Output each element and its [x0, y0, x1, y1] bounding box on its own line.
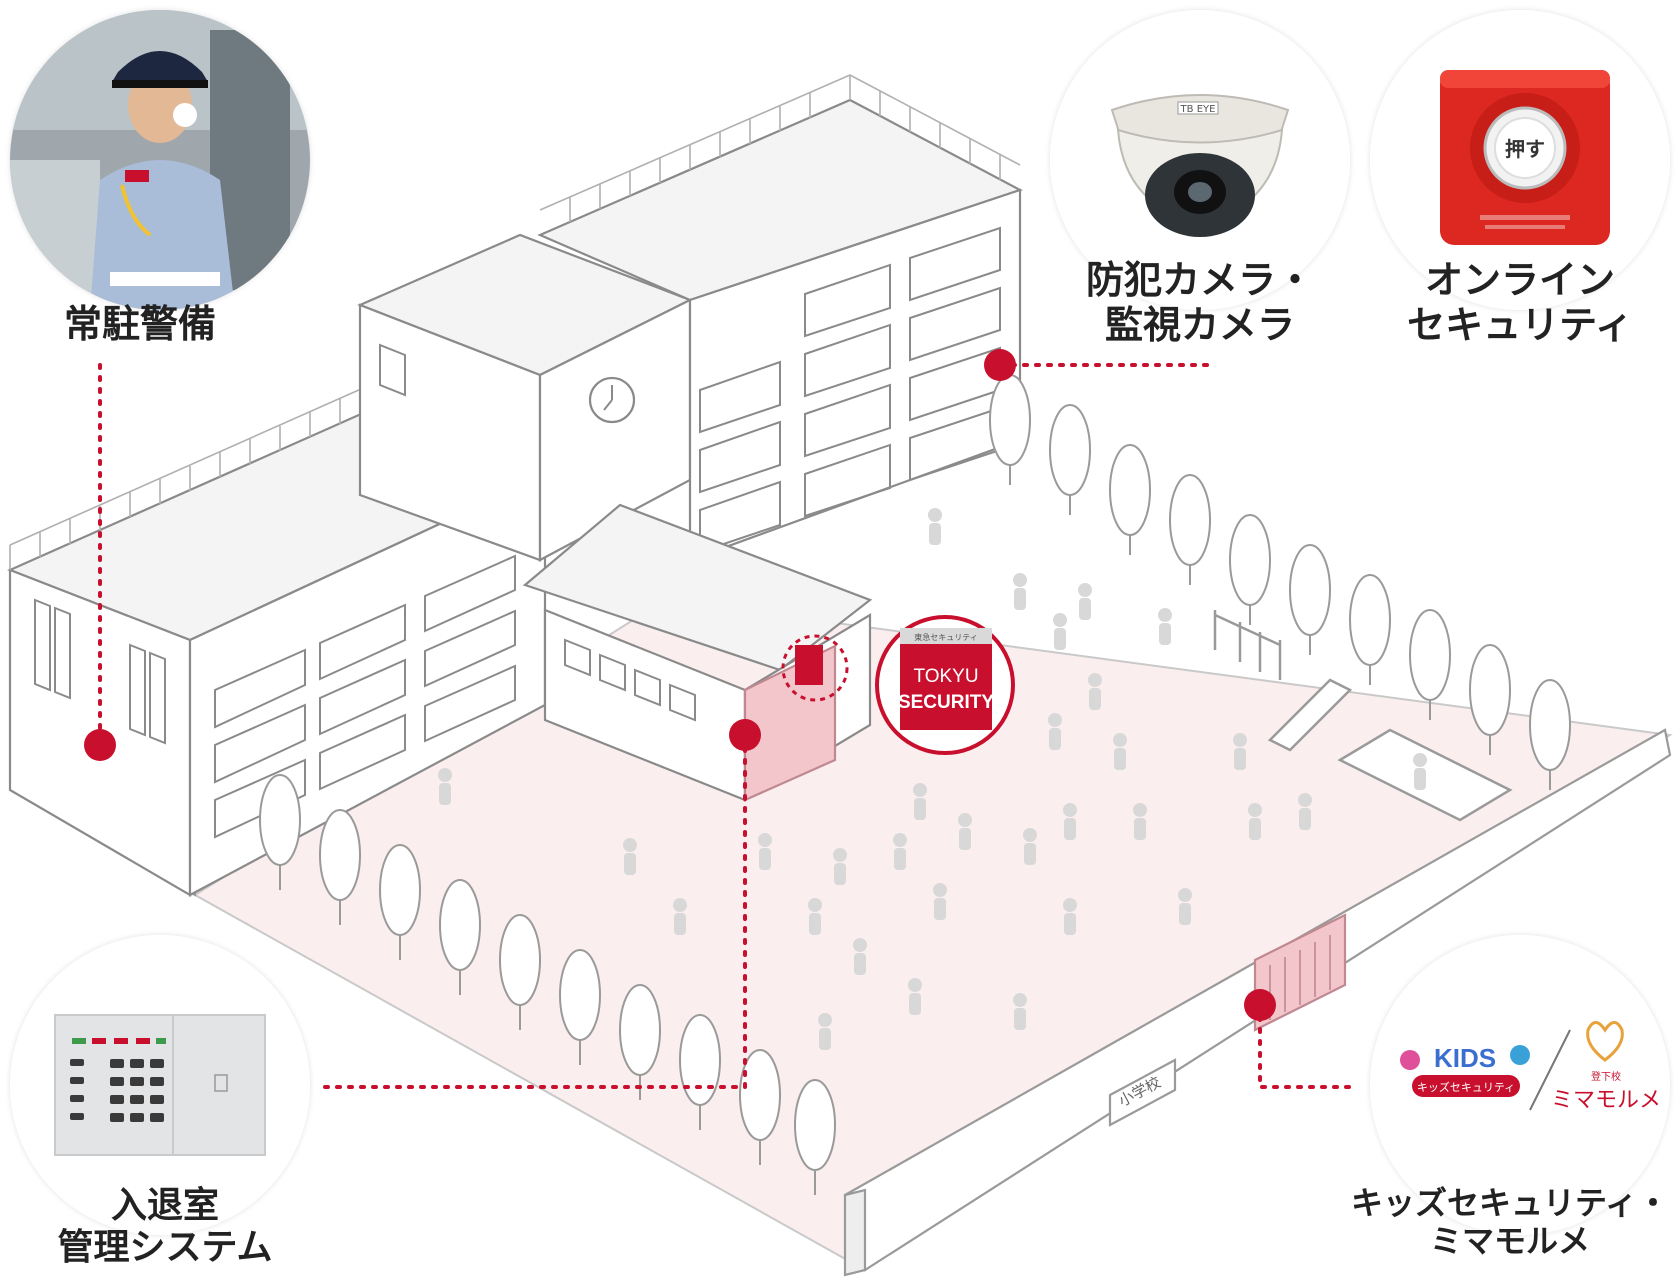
online-label-line2: セキュリティ [1407, 302, 1633, 347]
badge-line1: TOKYU [913, 666, 978, 687]
camera-brand-text: TB EYE [1180, 104, 1216, 115]
kids-logo-sub-text: キッズセキュリティ [1417, 1080, 1515, 1094]
kids-security-logo-icon: KIDS キッズセキュリティ 登下校 ミマモルメ [1370, 935, 1670, 1235]
kids-label-line2: ミマモルメ [1429, 1221, 1590, 1260]
camera-label-line1: 防犯カメラ・ [1085, 258, 1314, 302]
tower-block [357, 233, 693, 562]
access-label-line1: 入退室 [110, 1185, 219, 1226]
guard-photo-circle [10, 10, 310, 310]
guard-location-dot [84, 729, 116, 761]
online-label-line1: オンライン [1424, 258, 1615, 302]
mimamorume-text: ミマモルメ [1551, 1088, 1661, 1113]
kids-logo-text: KIDS [1434, 1043, 1496, 1073]
main-building-right [537, 98, 1023, 562]
access-control-label: 入退室 管理システム [20, 1185, 310, 1270]
badge-line2: SECURITY [898, 692, 994, 713]
kids-connector [1258, 1003, 1357, 1089]
access-label-line2: 管理システム [57, 1227, 273, 1269]
online-security-label: オンライン セキュリティ [1365, 258, 1675, 348]
kids-location-dot [1244, 989, 1276, 1021]
entrance-highlight-circle [781, 634, 849, 702]
entrance-building [522, 503, 873, 802]
roof-rail-right [539, 74, 1021, 222]
kids-label-line1: キッズセキュリティ・ [1350, 1184, 1670, 1222]
emergency-button-icon: 押す [1370, 10, 1670, 310]
access-location-dot [729, 719, 761, 751]
mimamorume-small-text: 登下校 [1591, 1070, 1621, 1083]
location-dots [84, 349, 1276, 1021]
camera-label: 防犯カメラ・ 監視カメラ [1030, 258, 1370, 348]
tokyu-security-badge: 東急セキュリティ TOKYU SECURITY [875, 615, 1015, 755]
camera-product-circle: TB EYE [1050, 10, 1350, 310]
button-press-text: 押す [1505, 137, 1545, 161]
access-connector [323, 736, 747, 1089]
connector-lines [98, 363, 1357, 1089]
kids-security-circle: KIDS キッズセキュリティ 登下校 ミマモルメ [1370, 935, 1670, 1235]
access-control-circle [10, 935, 310, 1235]
camera-location-dot [984, 349, 1016, 381]
kids-security-label: キッズセキュリティ・ ミマモルメ [1345, 1184, 1675, 1261]
security-guard-photo-icon [10, 10, 310, 310]
school-nameplate [1108, 1058, 1177, 1127]
trees-back-row [989, 374, 1571, 790]
camera-label-line2: 監視カメラ [1104, 302, 1295, 347]
guard-label-text: 常駐警備 [63, 302, 216, 346]
dome-camera-icon: TB EYE [1050, 10, 1350, 310]
badge-top-text: 東急セキュリティ [914, 632, 978, 642]
guard-label: 常駐警備 [40, 302, 240, 347]
trees-front-row [259, 774, 836, 1195]
children-figures [438, 508, 1427, 1050]
keypad-panel-icon [10, 935, 310, 1235]
online-security-circle: 押す [1370, 10, 1670, 310]
